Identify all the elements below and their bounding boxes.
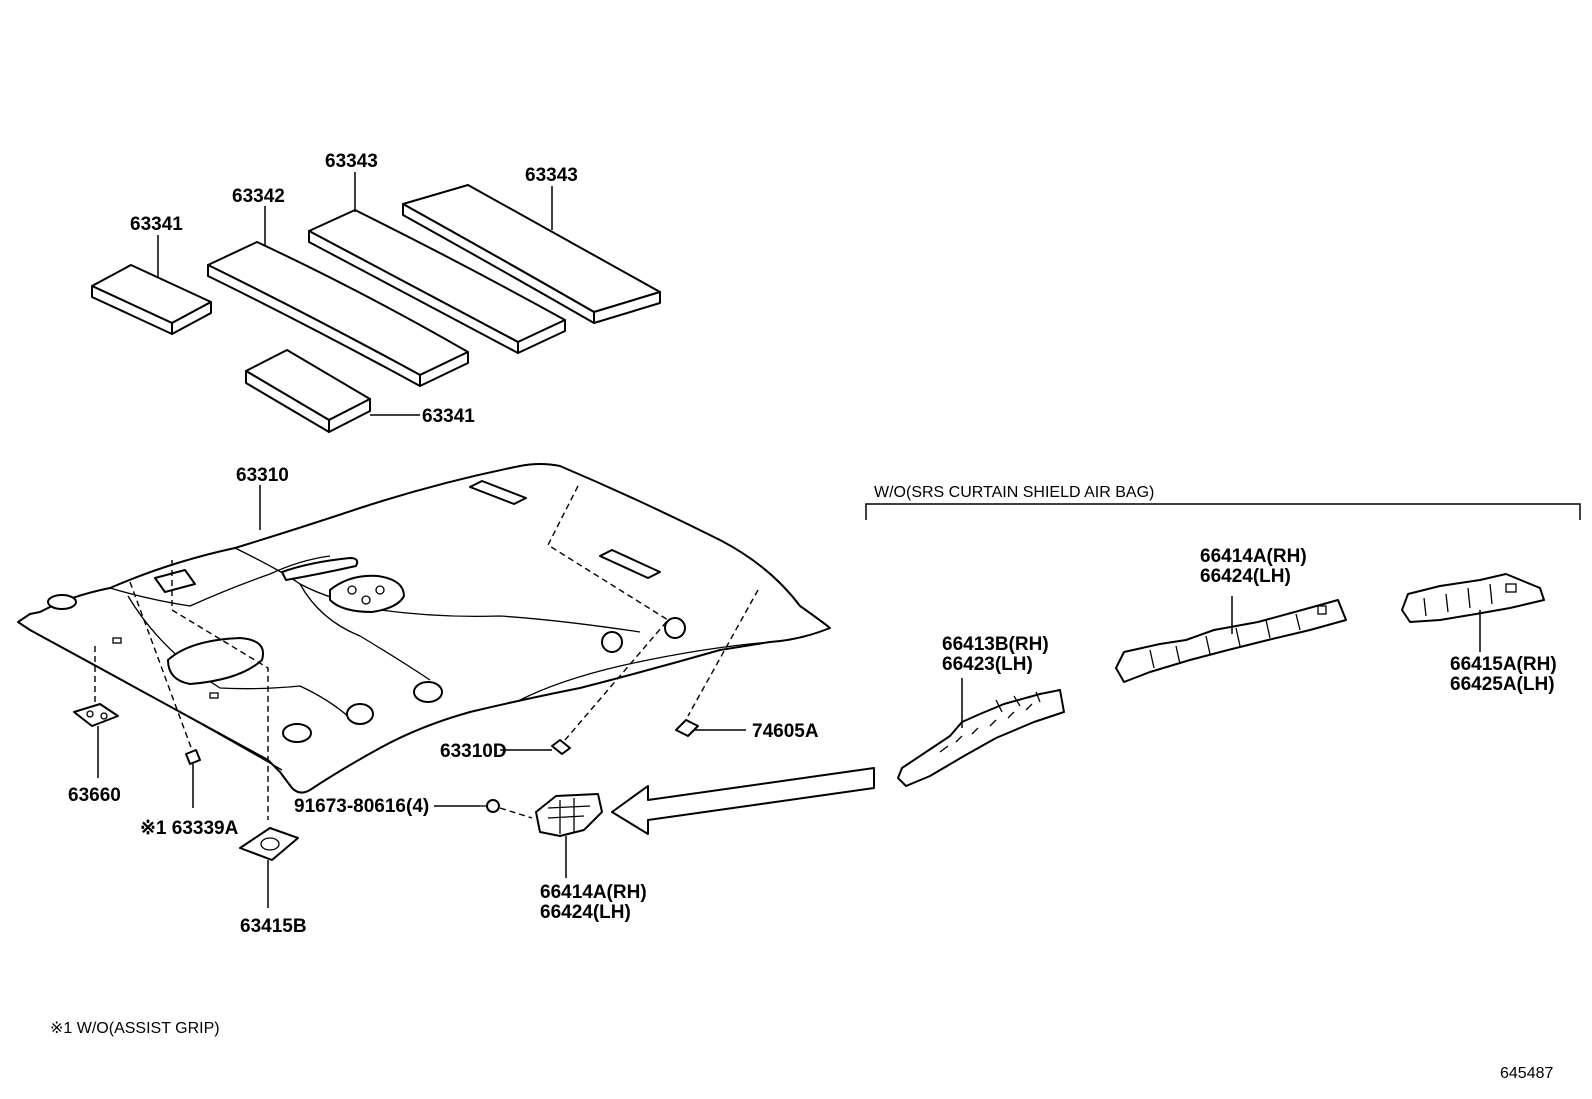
label-66414A-upper-rh: 66414A(RH)	[1200, 546, 1307, 567]
label-63415B: 63415B	[240, 916, 307, 937]
pad-63341-left	[91, 264, 212, 335]
label-66424-lower-lh: 66424(LH)	[540, 902, 631, 923]
part-63339A	[185, 749, 201, 765]
bracket-66414A-lower	[535, 793, 603, 837]
label-66424-upper-lh: 66424(LH)	[1200, 566, 1291, 587]
diagram-number: 645487	[1500, 1065, 1553, 1082]
label-66415A-rh: 66415A(RH)	[1450, 654, 1557, 675]
direction-arrow	[611, 767, 875, 835]
pad-63343-middle	[308, 209, 566, 354]
pad-63341-lower	[245, 349, 371, 433]
part-63660	[73, 703, 119, 727]
label-63660: 63660	[68, 785, 121, 806]
dash-74605A	[687, 589, 759, 717]
label-74605A: 74605A	[752, 721, 819, 742]
label-66414A-lower-rh: 66414A(RH)	[540, 882, 647, 903]
group-caption: W/O(SRS CURTAIN SHIELD AIR BAG)	[874, 484, 1154, 501]
label-63310D: 63310D	[440, 741, 507, 762]
bracket-66414A-upper	[1115, 599, 1347, 683]
group-bracket	[865, 503, 1581, 520]
label-66423-lh: 66423(LH)	[942, 654, 1033, 675]
label-66413B-rh: 66413B(RH)	[942, 634, 1049, 655]
pad-63342	[207, 241, 469, 387]
part-91673-screw	[480, 799, 500, 813]
part-63310D	[551, 739, 571, 755]
label-63341-b: 63341	[422, 406, 475, 427]
label-63343-b: 63343	[525, 165, 578, 186]
label-63310: 63310	[236, 465, 289, 486]
headliner-63310	[17, 463, 831, 794]
label-63339A: ※1 63339A	[140, 818, 239, 839]
bracket-66413B	[897, 689, 1065, 787]
pad-63343-right	[402, 184, 661, 324]
label-63343-a: 63343	[325, 151, 378, 172]
dash-63415B	[171, 560, 269, 820]
label-91673: 91673-80616(4)	[294, 796, 429, 817]
part-63415B	[239, 827, 299, 861]
label-63342: 63342	[232, 186, 285, 207]
footnote: ※1 W/O(ASSIST GRIP)	[50, 1020, 220, 1037]
bracket-66415A	[1401, 573, 1545, 623]
label-66425A-lh: 66425A(LH)	[1450, 674, 1555, 695]
part-74605A	[675, 719, 699, 737]
label-63341-a: 63341	[130, 214, 183, 235]
dash-91673	[499, 807, 533, 819]
dash-63310D	[547, 485, 670, 741]
